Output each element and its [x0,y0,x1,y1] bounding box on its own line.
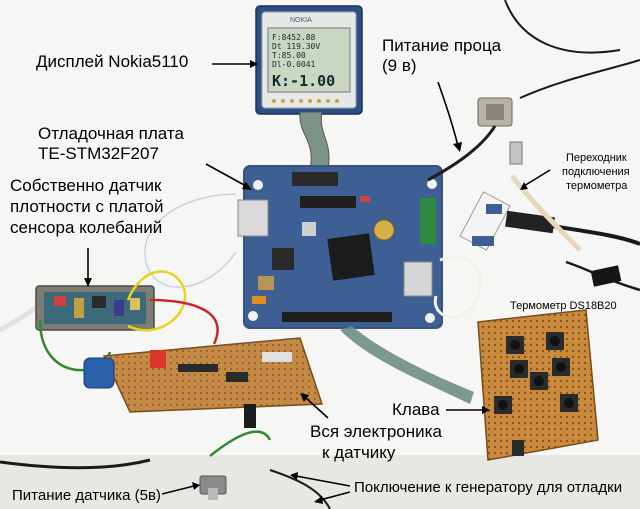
black-cable-top [504,0,621,54]
lcd-line-1: F:8452.88 [272,33,316,42]
adapter-cable [551,224,640,246]
arrow-display-head [250,60,258,68]
black-cable-right [519,59,640,99]
lcd-brand: NOKIA [290,17,312,24]
label-sensor-power: Питание датчика (5в) [12,487,161,504]
thermometer-tape [590,265,622,287]
label-electronics-2: к датчику [322,443,396,462]
keyboard-ribbon [340,326,474,404]
arrow-generator-2-head [314,496,323,504]
lcd-big-line: K:-1.00 [272,72,335,90]
arrow-generator-2 [319,491,351,501]
keyboard-board [477,309,599,461]
label-cpu-power-1: Питание проца [382,36,502,55]
label-sensor-3: сенсора колебаний [10,218,163,237]
display-pin-header [272,99,339,103]
arrow-electronics [305,397,329,419]
annotation-arrows [84,60,551,504]
arrow-cpu-power [437,81,459,147]
green-bottom-wire [209,430,272,457]
cpu-power-cable [427,125,497,182]
yellow-wire [126,270,187,332]
density-sensor [35,285,155,331]
arrow-debug-board [205,163,247,187]
label-adapter-3: термометра [566,180,628,192]
lcd-line-2: Dt 119.30V [272,42,320,51]
cpu-power-switch [477,97,523,165]
tan-tube [510,174,582,252]
arrow-adapter-head [520,182,528,190]
ethernet-jack [237,199,269,237]
plastic-tube-outline [144,193,237,288]
label-adapter-1: Переходник [566,152,627,164]
label-adapter-2: подключения [562,166,630,178]
arrow-generator-1 [295,475,351,487]
sensor-power-cable [0,458,151,470]
label-generator: Поключение к генератору для отладки [354,479,623,496]
label-thermometer: Термометр DS18B20 [510,300,617,312]
label-sensor-1: Собственно датчик [10,176,162,195]
lcd-line-3: T:85.00 [272,51,306,60]
board-connector [292,172,338,186]
arrow-generator-1-head [290,472,298,480]
electronics-protoboard [83,337,324,428]
lcd-line-4: Dl-0.0041 [272,60,316,69]
arrow-electronics-head [300,393,309,402]
red-wire [149,298,219,345]
generator-cable [269,469,331,509]
arrow-adapter [523,169,551,187]
mcu-chip [327,233,375,281]
nokia-display-module: NOKIA F:8452.88 Dt 119.30V T:85.00 Dl-0.… [255,5,363,115]
board-capacitor [373,219,395,241]
thermometer-adapter [459,191,555,251]
arrow-debug-board-head [242,182,252,190]
white-loop-wire [433,255,483,319]
label-display: Дисплей Nokia5110 [36,52,189,71]
label-electronics-1: Вся электроника [310,422,442,441]
label-cpu-power-2: (9 в) [382,56,417,75]
arrow-cpu-power-head [453,142,462,152]
arrow-sensor-head [84,278,92,287]
green-terminals [420,198,436,244]
debug-board [237,165,443,329]
label-debug-board-2: TE-STM32F207 [38,144,159,163]
arrow-keyboard-head [482,406,490,414]
label-sensor-2: плотности с платой [10,197,164,216]
arrow-sensor-power-head [192,482,200,490]
arrow-sensor-power [161,485,195,495]
label-debug-board-1: Отладочная плата [38,124,184,143]
label-keyboard: Клава [392,400,440,419]
